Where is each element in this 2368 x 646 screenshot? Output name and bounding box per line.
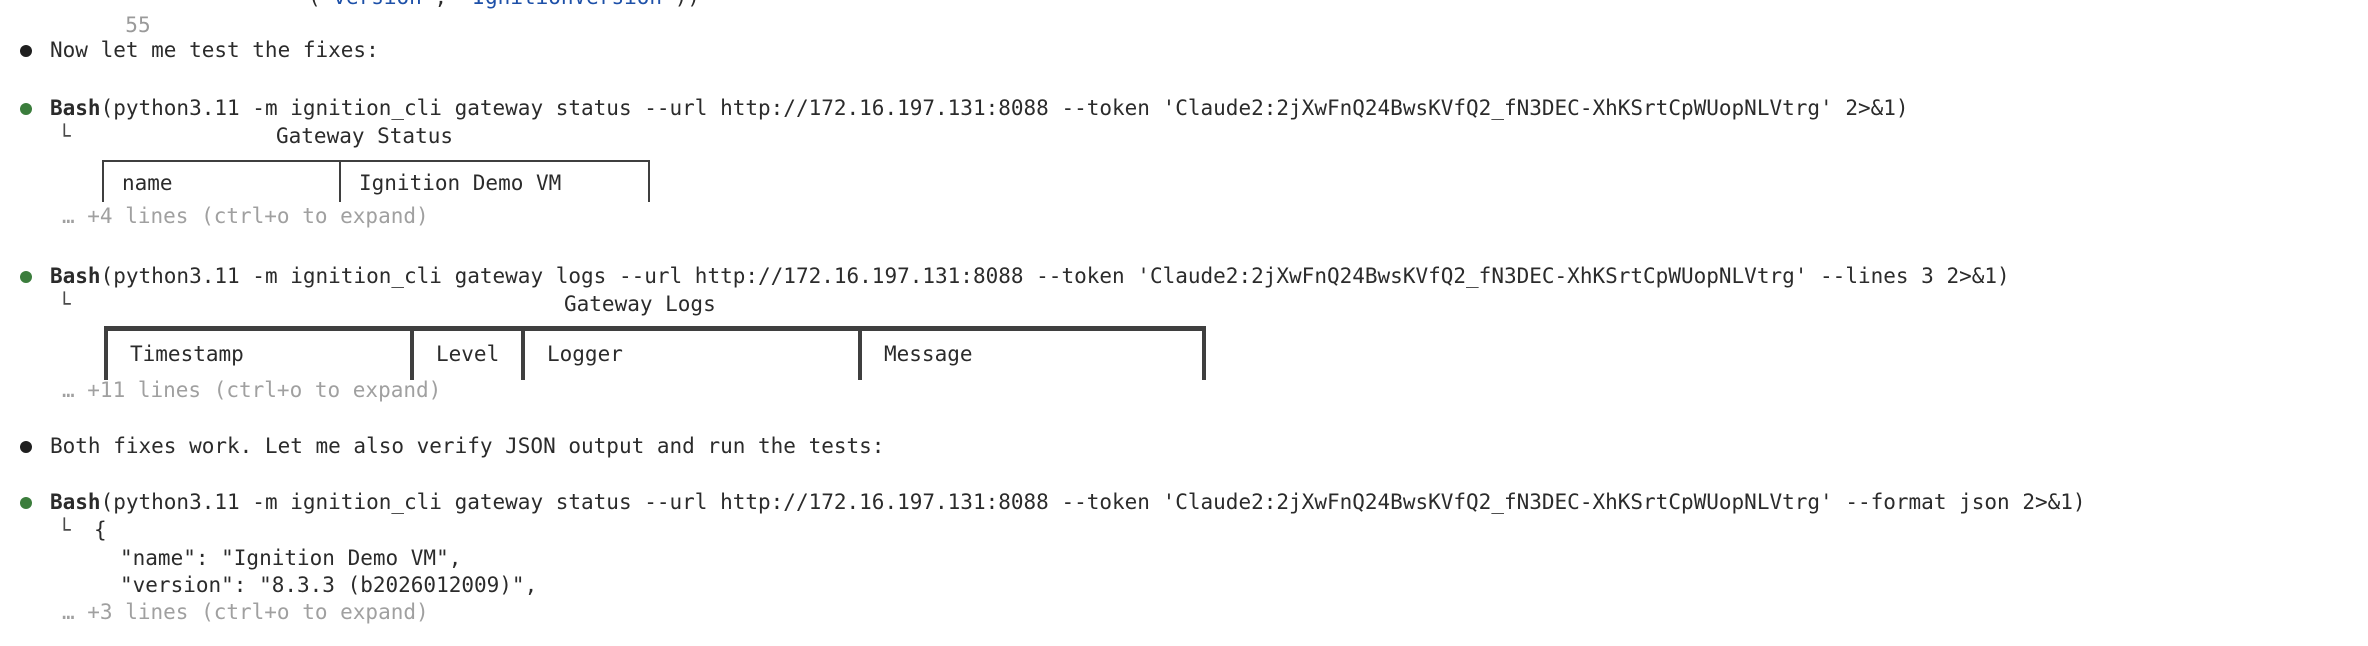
assistant-message: Both fixes work. Let me also verify JSON…: [50, 434, 885, 458]
json-line-version: "version": "8.3.3 (b2026012009)",: [120, 573, 538, 597]
status-table-col-name: name: [102, 162, 339, 202]
collapsed-lines-indicator[interactable]: … +3 lines (ctrl+o to expand): [62, 600, 429, 624]
json-open-brace: {: [94, 518, 107, 542]
collapsed-lines-indicator[interactable]: … +11 lines (ctrl+o to expand): [62, 378, 442, 402]
logs-table-title: Gateway Logs: [564, 292, 716, 316]
status-table: name Ignition Demo VM: [102, 160, 650, 202]
tool-name: Bash: [50, 264, 101, 288]
logs-table-col-message: Message: [858, 331, 1206, 380]
logs-table: Timestamp Level Logger Message: [104, 326, 1206, 380]
tool-name: Bash: [50, 96, 101, 120]
bash-tool-call-status: Bash(python3.11 -m ignition_cli gateway …: [50, 94, 1909, 122]
result-connector: └: [58, 292, 71, 316]
assistant-bullet-icon: [20, 45, 32, 57]
assistant-bullet-icon: [20, 441, 32, 453]
tool-bullet-icon: [20, 497, 32, 509]
code-line-number: 55: [125, 13, 151, 37]
bash-tool-call-json: Bash(python3.11 -m ignition_cli gateway …: [50, 488, 2086, 516]
status-table-col-value: Ignition Demo VM: [339, 162, 650, 202]
tool-args: (python3.11 -m ignition_cli gateway stat…: [100, 96, 1909, 120]
code-paren-open: (: [308, 0, 321, 9]
bash-tool-call-logs: Bash(python3.11 -m ignition_cli gateway …: [50, 262, 2010, 290]
clipped-code-content: ("version", "IgnitionVersion")): [308, 0, 700, 11]
result-connector: └: [58, 124, 71, 148]
clipped-code-line: 55: [100, 0, 151, 39]
code-string-version: "version": [321, 0, 435, 9]
assistant-message: Now let me test the fixes:: [50, 38, 379, 62]
code-paren-close: )): [675, 0, 700, 9]
collapsed-lines-indicator[interactable]: … +4 lines (ctrl+o to expand): [62, 204, 429, 228]
code-separator: ,: [434, 0, 459, 9]
tool-args: (python3.11 -m ignition_cli gateway logs…: [100, 264, 2010, 288]
logs-table-col-logger: Logger: [521, 331, 858, 380]
result-connector: └: [58, 518, 71, 542]
status-table-title: Gateway Status: [276, 124, 454, 148]
logs-table-col-level: Level: [410, 331, 521, 380]
tool-bullet-icon: [20, 103, 32, 115]
tool-name: Bash: [50, 490, 101, 514]
tool-bullet-icon: [20, 271, 32, 283]
logs-table-col-timestamp: Timestamp: [104, 331, 410, 380]
tool-args: (python3.11 -m ignition_cli gateway stat…: [100, 490, 2086, 514]
code-string-ignitionversion: "IgnitionVersion": [460, 0, 675, 9]
json-line-name: "name": "Ignition Demo VM",: [120, 546, 462, 570]
